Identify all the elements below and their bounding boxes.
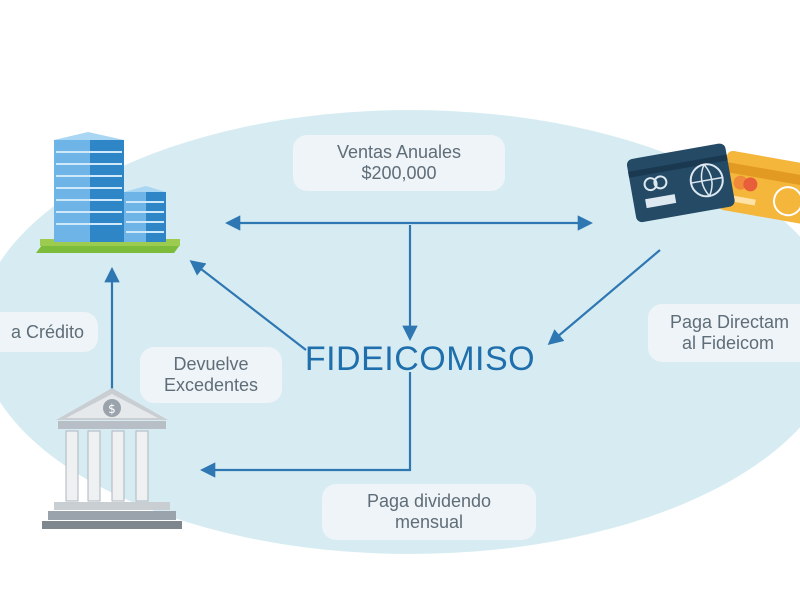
arrow-fideicomiso-to-company [189, 260, 307, 351]
dividendo-line1: Paga dividendo [366, 491, 492, 511]
label-devuelve-excedentes: Devuelve Excedentes [140, 347, 282, 403]
paga-directo-line1: Paga Directam [670, 312, 790, 332]
label-credito: a Crédito [0, 312, 98, 352]
arrow-cards-to-fideicomiso [547, 249, 661, 345]
devuelve-line2: Excedentes [163, 375, 259, 395]
dividendo-line2: mensual [394, 512, 464, 532]
ventas-line1: Ventas Anuales [336, 142, 462, 162]
office-buildings-icon [36, 132, 180, 253]
label-ventas-anuales: Ventas Anuales $200,000 [293, 135, 505, 191]
credit-cards-icon [626, 143, 800, 224]
label-paga-dividendo: Paga dividendo mensual [322, 484, 536, 540]
devuelve-line1: Devuelve [173, 354, 249, 374]
arrow-fideicomiso-to-bank [199, 372, 412, 478]
label-paga-directamente: Paga Directam al Fideicom [648, 304, 800, 362]
credito-line1: a Crédito [10, 321, 84, 342]
background-ellipse [0, 110, 800, 554]
fideicomiso-label: FIDEICOMISO [304, 340, 536, 378]
paga-directo-line2: al Fideicom [682, 333, 775, 353]
ventas-line2: $200,000 [361, 163, 437, 183]
bank-icon: $ [42, 388, 182, 529]
svg-text:$: $ [108, 402, 116, 416]
